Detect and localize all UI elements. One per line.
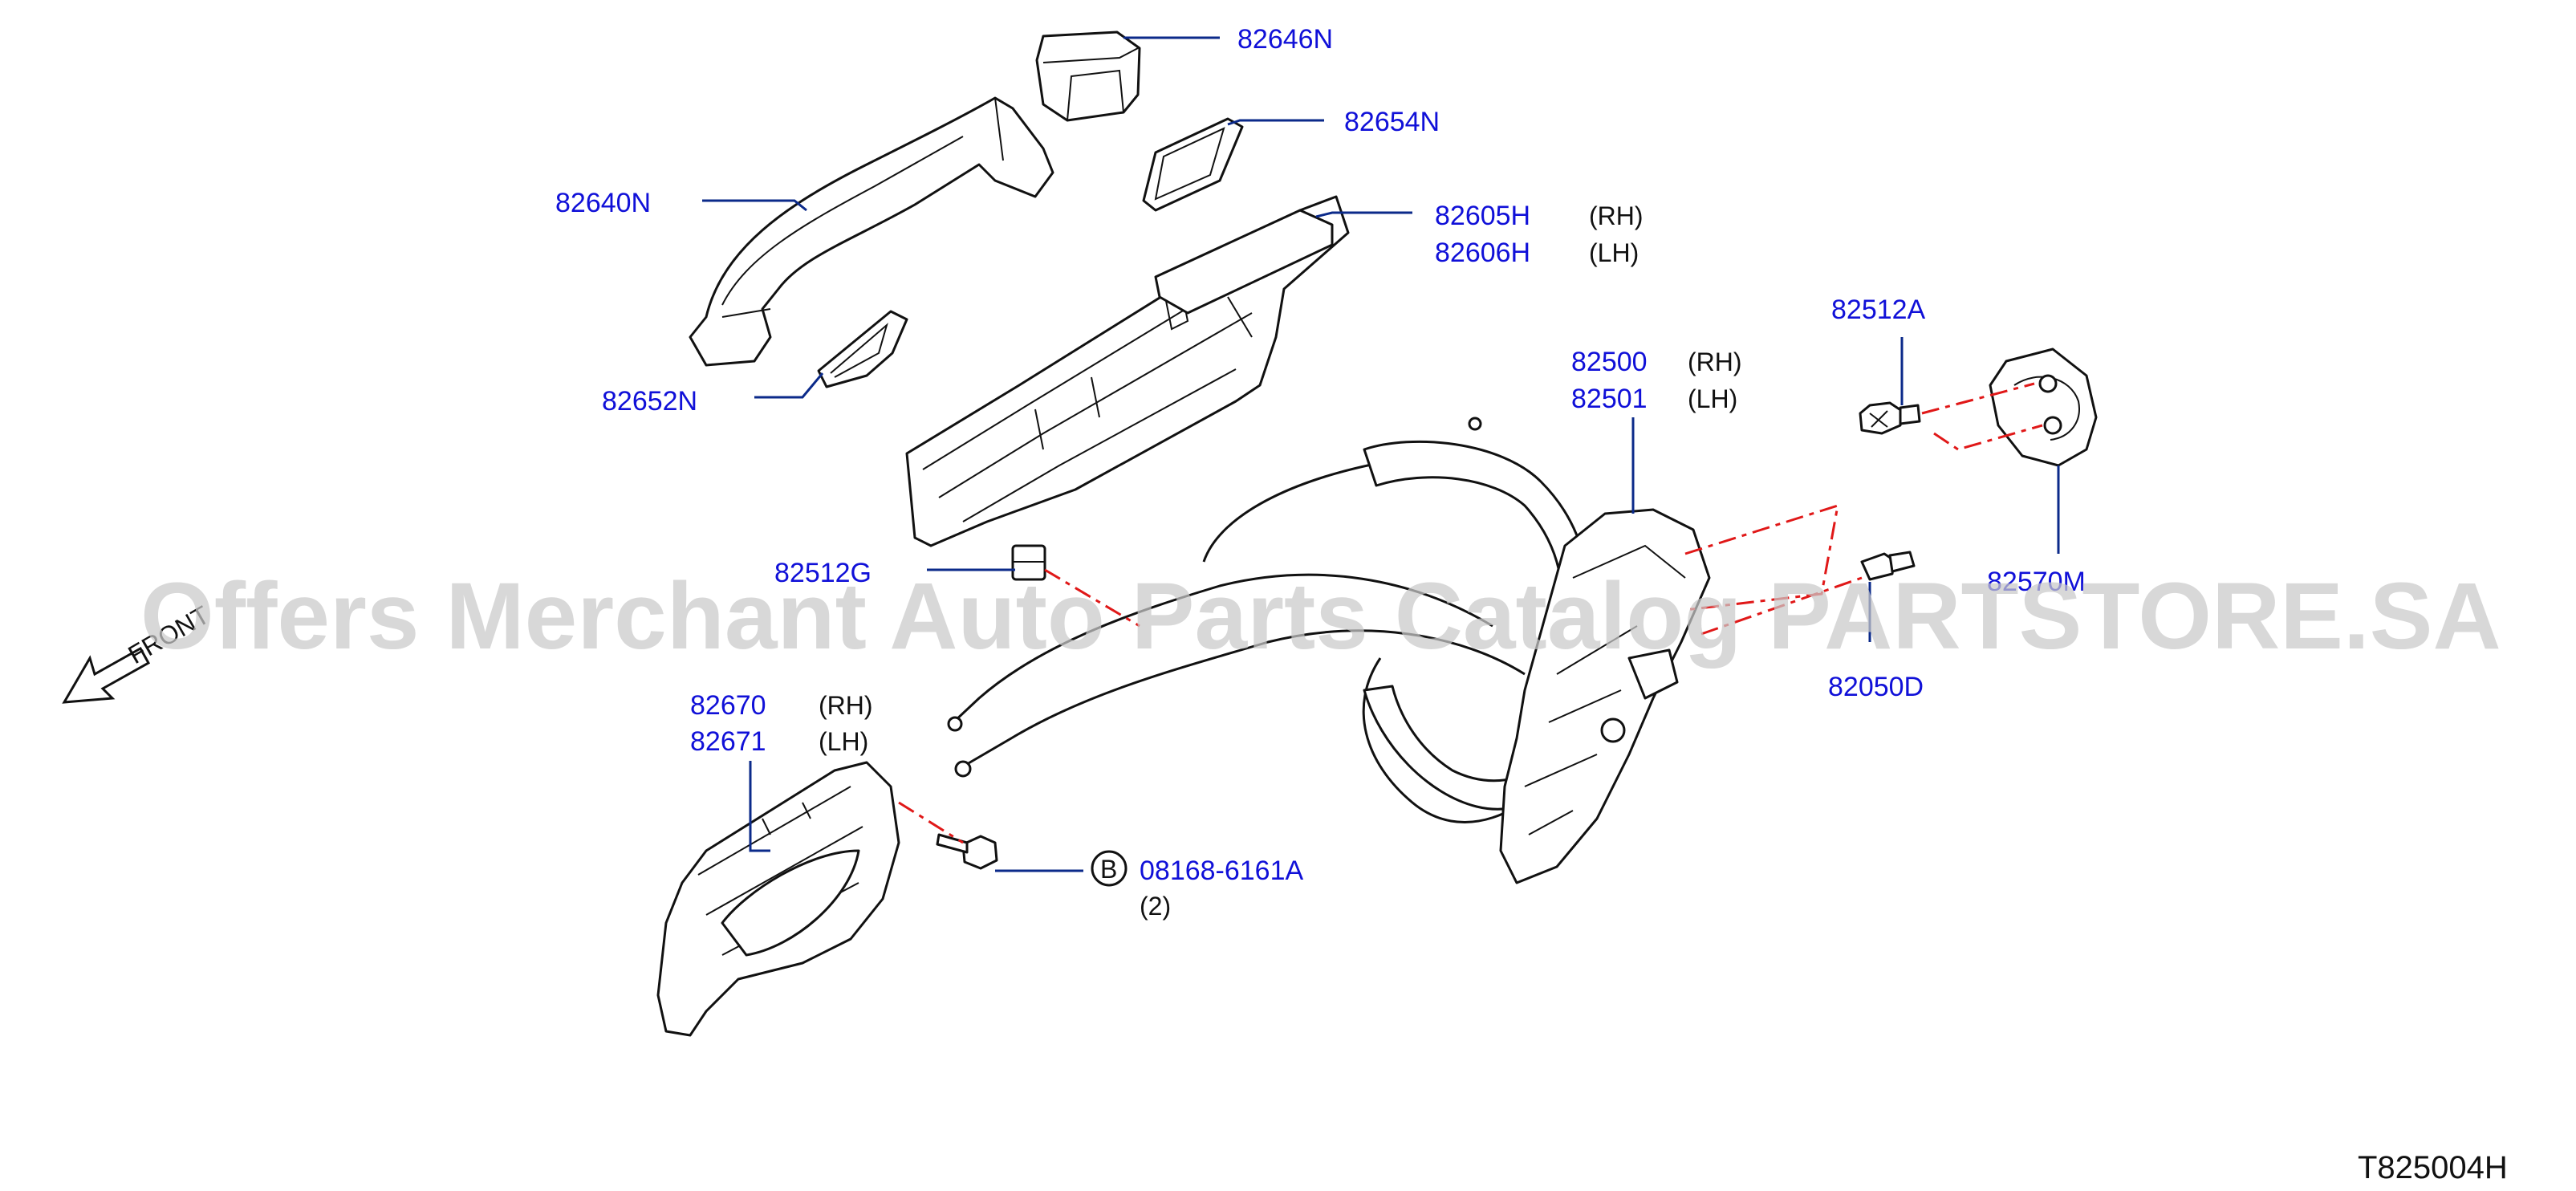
clip-small-part[interactable] (1011, 544, 1046, 581)
label-82606H: 82606H (1435, 238, 1530, 268)
label-82654N: 82654N (1344, 107, 1440, 137)
label-82646N: 82646N (1237, 24, 1333, 55)
handle-cap-part[interactable] (1035, 30, 1141, 122)
guide-lines (898, 382, 2043, 844)
label-82500: 82500 (1571, 347, 1648, 377)
handle-bracket-part[interactable] (905, 195, 1350, 547)
label-82512G: 82512G (774, 558, 872, 588)
label-82640N: 82640N (555, 188, 651, 218)
label-82501-side: (LH) (1688, 384, 1737, 413)
watermark-text: Offers Merchant Auto Parts Catalog PARTS… (140, 563, 2501, 669)
label-82606H-side: (LH) (1589, 238, 1639, 267)
inside-handle-part[interactable] (656, 761, 900, 1037)
bolt-part[interactable] (936, 833, 998, 870)
label-82500-side: (RH) (1688, 348, 1742, 376)
label-82671: 82671 (690, 726, 766, 757)
striker-part[interactable] (1989, 348, 2098, 467)
outside-handle-part[interactable] (689, 96, 1054, 367)
label-82605H: 82605H (1435, 201, 1530, 231)
label-82512A: 82512A (1831, 295, 1926, 325)
leader-lines (702, 36, 2060, 872)
screw-82050D-part[interactable] (1860, 551, 1916, 581)
bolt-badge-letter: B (1100, 855, 1117, 884)
label-82570M: 82570M (1987, 567, 2086, 597)
bolt-badge: B (1091, 850, 1128, 887)
label-82501: 82501 (1571, 384, 1648, 414)
screw-82512A-part[interactable] (1859, 401, 1921, 435)
label-82652N: 82652N (602, 386, 697, 417)
label-82670: 82670 (690, 690, 766, 721)
label-82670-side: (RH) (819, 691, 873, 720)
label-82050D: 82050D (1828, 672, 1924, 702)
label-82605H-side: (RH) (1589, 201, 1644, 230)
label-82671-side: (LH) (819, 727, 868, 756)
gasket-small-part[interactable] (1142, 117, 1244, 212)
figure-code: T825004H (2358, 1150, 2508, 1185)
label-08168-6161A: 08168-6161A (1140, 856, 1304, 886)
label-08168-qty: (2) (1140, 892, 1171, 921)
gasket-large-part[interactable] (817, 310, 908, 388)
door-lock-actuator-part[interactable] (1499, 508, 1711, 884)
